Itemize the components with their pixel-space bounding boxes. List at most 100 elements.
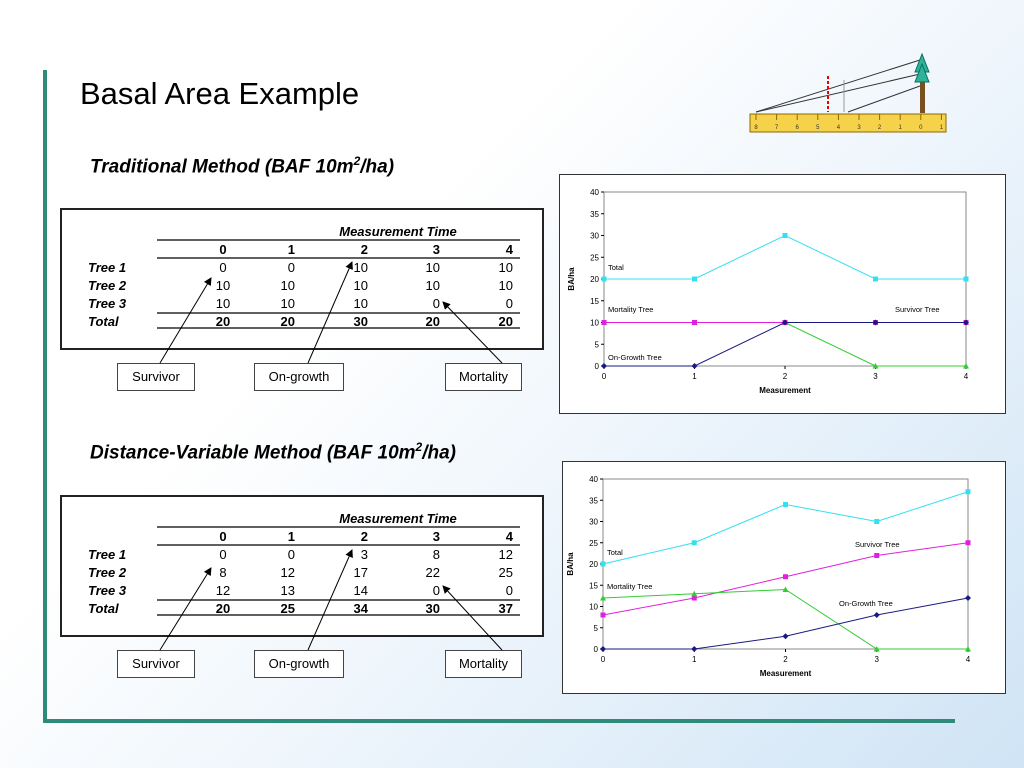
table-cell: 3 xyxy=(361,547,368,562)
y-tick-label: 15 xyxy=(590,297,599,306)
x-tick-label: 2 xyxy=(783,655,788,664)
row-label: Tree 1 xyxy=(88,547,126,562)
ruler-tick-label: 8 xyxy=(754,125,758,131)
x-tick-label: 4 xyxy=(966,655,971,664)
y-tick-label: 0 xyxy=(594,645,599,654)
data-point xyxy=(600,612,606,618)
callout-survivor: Survivor xyxy=(117,363,195,391)
ruler-tick-label: 4 xyxy=(837,125,841,131)
series-annotation: On-Growth Tree xyxy=(839,599,893,608)
accent-vertical-bar xyxy=(43,70,47,722)
table-cell: 0 xyxy=(506,583,513,598)
ruler-tick-label: 0 xyxy=(919,125,923,131)
x-tick-label: 3 xyxy=(873,372,878,381)
table-cell: 10 xyxy=(354,260,368,275)
table-cell: 37 xyxy=(499,601,513,616)
table-cell: 17 xyxy=(354,565,368,580)
column-header: 2 xyxy=(361,242,368,257)
y-tick-label: 40 xyxy=(590,188,599,197)
table-cell: 13 xyxy=(281,583,295,598)
series-annotation: Total xyxy=(608,263,624,272)
data-point xyxy=(600,595,606,601)
data-point xyxy=(782,233,788,238)
data-point xyxy=(963,276,969,282)
callout-survivor: Survivor xyxy=(117,650,195,678)
heading-superscript: 2 xyxy=(353,154,361,168)
table-cell: 12 xyxy=(216,583,230,598)
table-cell: 34 xyxy=(354,601,369,616)
column-header: 1 xyxy=(288,529,295,544)
row-label: Tree 2 xyxy=(88,565,127,580)
x-tick-label: 1 xyxy=(692,655,697,664)
table-cell: 12 xyxy=(281,565,295,580)
data-point xyxy=(783,502,788,507)
table-cell: 10 xyxy=(426,278,440,293)
data-point xyxy=(692,320,697,325)
data-point xyxy=(873,646,880,652)
x-tick-label: 2 xyxy=(783,372,788,381)
x-tick-label: 0 xyxy=(602,372,607,381)
heading-text: Distance-Variable Method (BAF 10m xyxy=(90,442,416,464)
series-annotation: Mortality Tree xyxy=(608,305,653,314)
row-label: Tree 3 xyxy=(88,296,127,311)
table-cell: 25 xyxy=(281,601,295,616)
data-point xyxy=(691,595,697,601)
ruler-tick-label: 5 xyxy=(816,125,820,131)
series-annotation: Mortality Tree xyxy=(607,582,652,591)
data-point xyxy=(965,646,971,652)
data-point xyxy=(600,646,606,652)
row-label: Total xyxy=(88,601,119,616)
accent-horizontal-bar xyxy=(43,719,955,723)
table-cell: 30 xyxy=(426,601,440,616)
row-label: Tree 1 xyxy=(88,260,126,275)
data-point xyxy=(873,276,878,282)
y-tick-label: 10 xyxy=(589,603,598,612)
table-cell: 10 xyxy=(499,278,513,293)
data-point xyxy=(874,553,880,558)
callout-on-growth: On-growth xyxy=(254,363,344,391)
series-annotation: Total xyxy=(607,548,623,557)
data-point xyxy=(691,540,697,546)
table-cell: 0 xyxy=(288,547,295,562)
section-heading: Traditional Method (BAF 10m2/ha) xyxy=(90,154,394,178)
table-cell: 12 xyxy=(499,547,513,562)
data-point xyxy=(963,363,969,369)
y-axis-label: BA/ha xyxy=(567,267,576,291)
heading-text-end: /ha) xyxy=(360,156,395,178)
data-point xyxy=(872,319,879,326)
data-point xyxy=(965,540,971,546)
data-point xyxy=(963,319,969,326)
heading-superscript: 2 xyxy=(415,440,423,454)
data-point xyxy=(782,319,788,326)
x-tick-label: 3 xyxy=(875,655,880,664)
callout-mortality: Mortality xyxy=(445,650,522,678)
callout-mortality: Mortality xyxy=(445,363,522,391)
y-tick-label: 0 xyxy=(595,362,600,371)
data-point xyxy=(782,586,789,592)
table-cell: 0 xyxy=(219,547,226,562)
section-heading: Distance-Variable Method (BAF 10m2/ha) xyxy=(90,440,456,464)
y-tick-label: 30 xyxy=(589,518,598,527)
ruler-tick-label: 7 xyxy=(775,125,779,131)
group-header: Measurement Time xyxy=(339,511,457,526)
table-cell: 8 xyxy=(219,565,226,580)
column-header: 4 xyxy=(506,242,514,257)
data-point xyxy=(601,320,607,325)
y-tick-label: 20 xyxy=(589,560,598,569)
table-cell: 10 xyxy=(281,278,295,293)
y-tick-label: 30 xyxy=(590,232,599,241)
y-tick-label: 20 xyxy=(590,275,599,284)
data-point xyxy=(601,276,607,282)
table-cell: 0 xyxy=(433,583,440,598)
table-cell: 10 xyxy=(216,296,230,311)
y-tick-label: 25 xyxy=(590,253,599,262)
data-point xyxy=(783,574,788,580)
table-cell: 0 xyxy=(506,296,513,311)
y-tick-label: 25 xyxy=(589,539,598,548)
table-cell: 10 xyxy=(281,296,295,311)
data-point xyxy=(600,561,606,567)
